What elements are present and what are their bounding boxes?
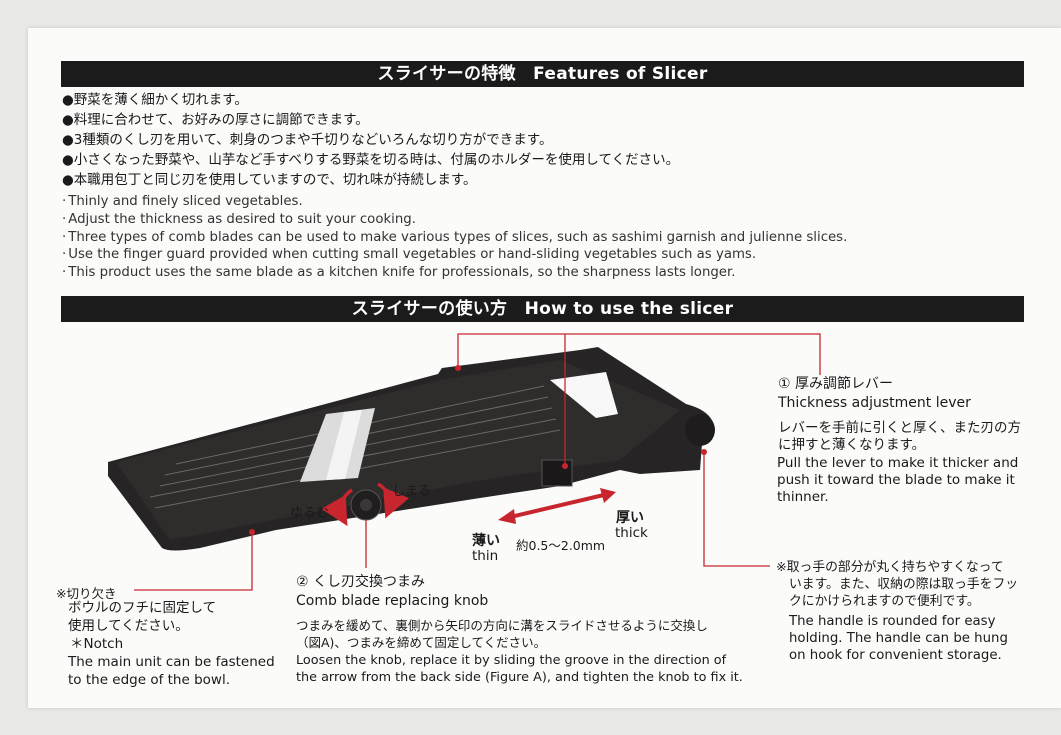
comb-knob-title-en: Comb blade replacing knob (296, 593, 489, 609)
features-jp-list: ●野菜を薄く細かく切れます。 ●料理に合わせて、お好みの厚さに調節できます。 ●… (62, 90, 679, 190)
lever-desc-en-1: Pull the lever to make it thicker and (777, 455, 1019, 471)
lever-desc-en-3: thinner. (777, 489, 829, 505)
notch-desc-en-1: The main unit can be fastened (68, 654, 275, 670)
lever-block (541, 459, 573, 487)
feature-en-2: Adjust the thickness as desired to suit … (62, 211, 847, 229)
feature-jp-5: ●本職用包丁と同じ刃を使用していますので、切れ味が持続します。 (62, 172, 477, 188)
slicer-window (550, 372, 618, 418)
thick-jp-label: 厚い (616, 510, 644, 526)
tighten-label: しまる (392, 484, 432, 499)
feature-jp-2: ●料理に合わせて、お好みの厚さに調節できます。 (62, 112, 369, 128)
handle-desc-en-2: holding. The handle can be hung (789, 631, 1008, 646)
handle-desc-jp-3: クにかけられますので便利です。 (789, 594, 980, 609)
feature-jp-1: ●野菜を薄く細かく切れます。 (62, 92, 248, 108)
lever-desc-jp-1: レバーを手前に引くと厚く、また刃の方 (778, 420, 1021, 436)
comb-knob-desc-en-1: Loosen the knob, replace it by sliding t… (296, 653, 727, 668)
features-header: スライサーの特徴 Features of Slicer (61, 61, 1024, 87)
thick-en-label: thick (615, 525, 648, 541)
comb-knob-desc-en-2: the arrow from the back side (Figure A),… (296, 670, 743, 685)
notch-desc-jp-1: ボウルのフチに固定して (68, 600, 217, 616)
thickness-arrow (505, 492, 609, 520)
feature-jp-4: ●小さくなった野菜や、山芋など手すべりする野菜を切る時は、付属のホルダーを使用し… (62, 152, 680, 168)
feature-en-1: Thinly and finely sliced vegetables. (62, 193, 847, 211)
comb-knob-title-jp: ② くし刃交換つまみ (296, 574, 426, 590)
notch-desc-jp-2: 使用してください。 (68, 618, 189, 634)
handle-desc-en-1: The handle is rounded for easy (789, 614, 996, 629)
feature-en-3: Three types of comb blades can be used t… (62, 229, 847, 247)
loosen-label: ゆるむ (290, 506, 330, 521)
handle-desc-jp-1: ※取っ手の部分が丸く持ちやすくなって (776, 560, 1004, 575)
comb-knob-desc-jp-2: （図A)、つまみを締めて固定してください。 (296, 635, 547, 650)
feature-jp-3: ●3種類のくし刃を用いて、刺身のつまや千切りなどいろんな切り方ができます。 (62, 132, 553, 148)
notch-title-jp: ※切り欠き (56, 586, 117, 601)
lever-title-jp: ① 厚み調節レバー (778, 376, 894, 392)
leader-dots (249, 365, 707, 535)
loosen-arrow (321, 488, 353, 527)
usage-header: スライサーの使い方 How to use the slicer (61, 296, 1024, 322)
leader-lines (134, 333, 821, 591)
features-en-list: Thinly and finely sliced vegetables. Adj… (62, 193, 847, 282)
notch-title-en: ＊Notch (70, 636, 124, 652)
handle-desc-en-3: on hook for convenient storage. (789, 648, 1002, 663)
slicer-handle (685, 414, 715, 446)
tighten-arrow (377, 482, 410, 519)
lever-title-en: Thickness adjustment lever (778, 395, 971, 411)
slicer-top-face (116, 360, 680, 540)
lever-desc-jp-2: に押すと薄くなります。 (778, 437, 926, 453)
notch-desc-en-2: to the edge of the bowl. (68, 672, 230, 688)
handle-desc-jp-2: います。また、収納の際は取っ手をフッ (789, 577, 1019, 592)
lever-desc-en-2: push it toward the blade to make it (777, 472, 1015, 488)
feature-en-4: Use the finger guard provided when cutti… (62, 246, 847, 264)
comb-knob-desc-jp-1: つまみを緩めて、裏側から矢印の方向に溝をスライドさせるように交換し (296, 618, 708, 633)
thickness-range: 約0.5～2.0mm (516, 538, 606, 553)
thin-en-label: thin (472, 548, 499, 564)
feature-en-5: This product uses the same blade as a ki… (62, 264, 847, 282)
thin-jp-label: 薄い (472, 533, 500, 549)
